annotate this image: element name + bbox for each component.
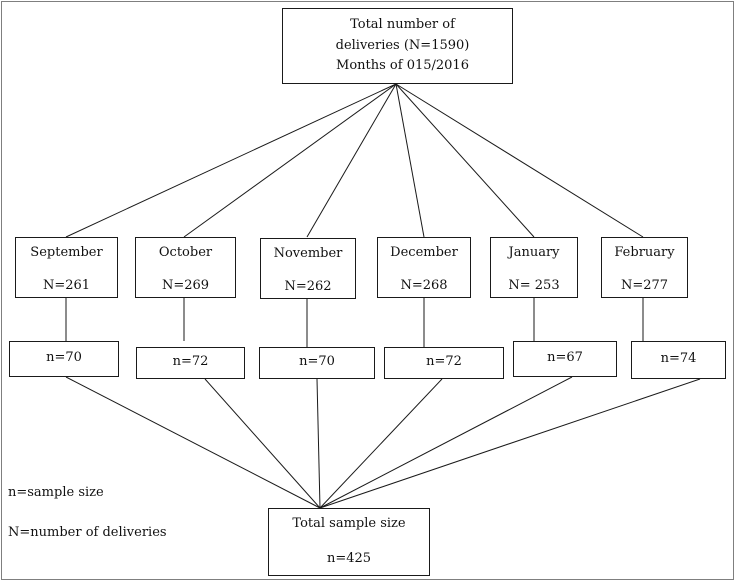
link-root-september [65,83,397,238]
month-count: N= 253 [508,278,560,293]
legend-number-of-deliveries: N=number of deliveries [8,525,167,540]
link-root-october [183,83,397,238]
month-count: N=268 [400,278,448,293]
month-name: October [158,245,213,260]
month-count: N=262 [284,279,332,294]
month-box-october: October N=269 [135,237,236,298]
link-october-total [204,378,321,509]
sample-count: n=72 [426,354,462,369]
month-name: January [508,245,560,260]
month-name: September [30,245,103,260]
root-line-2: deliveries (N=1590) [335,38,470,53]
legend-sample-size: n=sample size [8,485,104,500]
sample-count: n=70 [299,354,335,369]
month-count: N=269 [161,278,210,293]
month-count: N=277 [620,278,669,293]
month-name: February [614,245,675,260]
sample-count: n=70 [46,350,82,365]
month-name: November [273,246,343,261]
sample-box-december: n=72 [384,347,504,379]
sample-count: n=72 [172,354,209,369]
link-root-december [395,83,425,238]
sample-box-january: n=67 [513,341,617,377]
sample-box-february: n=74 [631,341,726,379]
total-value: n=425 [326,551,372,566]
sample-box-november: n=70 [259,347,375,379]
month-count: N=261 [42,278,91,293]
month-box-december: December N=268 [377,237,471,298]
link-root-january [395,83,535,238]
root-box: Total number of deliveries (N=1590) Mont… [282,8,513,84]
link-november-total [316,378,321,509]
month-box-january: January N= 253 [490,237,578,298]
link-september-total [65,376,321,509]
link-february-total [319,378,701,509]
sample-count: n=67 [547,350,583,365]
sample-box-october: n=72 [136,347,245,379]
link-root-november [306,83,397,238]
month-box-november: November N=262 [260,238,356,299]
month-name: December [390,245,458,260]
link-january-total [319,376,573,509]
root-line-3: Months of 015/2016 [336,58,469,73]
root-line-1: Total number of [350,17,455,32]
month-box-september: September N=261 [15,237,118,298]
sample-count: n=74 [660,351,697,366]
link-root-february [395,83,644,238]
total-label: Total sample size [292,516,406,531]
month-box-february: February N=277 [601,237,688,298]
sample-box-september: n=70 [9,341,119,377]
link-december-total [319,378,443,509]
total-box: Total sample size n=425 [268,508,430,576]
